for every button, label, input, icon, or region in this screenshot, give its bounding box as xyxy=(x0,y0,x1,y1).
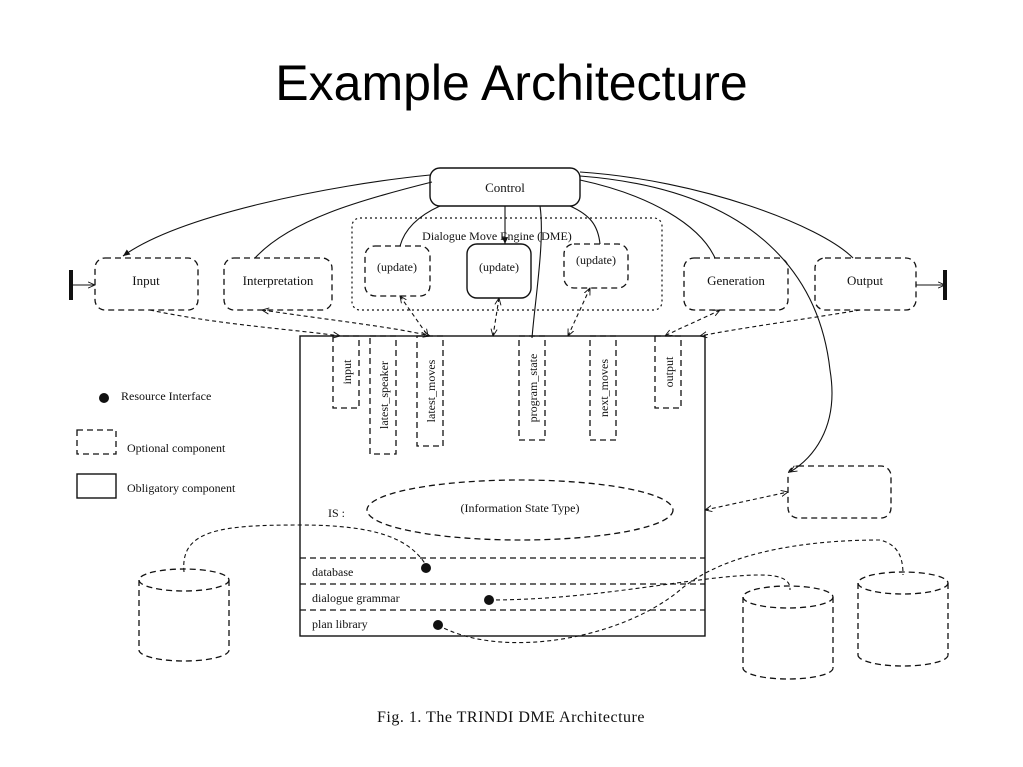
is-field-input: input xyxy=(332,335,360,409)
svg-text:output: output xyxy=(662,356,676,387)
legend: Resource Interface Optional component Ob… xyxy=(76,389,236,499)
resource-plan-library: plan library xyxy=(312,617,368,631)
legend-obligatory-icon xyxy=(76,473,117,499)
is-field-next-moves: next_moves xyxy=(589,335,617,441)
update-box-1: (update) xyxy=(364,245,431,297)
is-field-latest-moves: latest_moves xyxy=(416,335,444,447)
database-cylinder-middle xyxy=(488,574,834,680)
svg-text:next_moves: next_moves xyxy=(597,359,611,417)
output-module: Output xyxy=(814,257,917,311)
is-access-arrows xyxy=(149,288,861,336)
resource-interface-dot-database xyxy=(421,563,431,573)
dme-box: Dialogue Move Engine (DME) xyxy=(351,217,663,311)
update-label-2: (update) xyxy=(479,260,519,274)
dme-label: Dialogue Move Engine (DME) xyxy=(422,229,572,243)
is-label: IS : xyxy=(328,506,345,520)
user-endpoint-right xyxy=(916,270,947,300)
is-field-output: output xyxy=(654,335,682,409)
resource-dialogue-grammar: dialogue grammar xyxy=(312,591,400,605)
svg-text:input: input xyxy=(340,359,354,384)
legend-resource-interface-icon xyxy=(99,393,109,403)
svg-text:latest_moves: latest_moves xyxy=(424,359,438,422)
information-state-box xyxy=(299,335,706,637)
legend-optional-label: Optional component xyxy=(127,441,226,455)
input-module: Input xyxy=(94,257,199,311)
legend-resource-interface-label: Resource Interface xyxy=(121,389,211,403)
update-label-1: (update) xyxy=(377,260,417,274)
interpretation-module: Interpretation xyxy=(223,257,333,311)
external-component-box xyxy=(705,465,892,519)
is-type-label: (Information State Type) xyxy=(461,501,580,515)
legend-obligatory-label: Obligatory component xyxy=(127,481,236,495)
database-cylinder-right xyxy=(437,539,949,667)
update-label-3: (update) xyxy=(576,253,616,267)
is-field-program-state: program_state xyxy=(518,335,546,441)
slide-title: Example Architecture xyxy=(275,55,748,111)
control-box: Control xyxy=(429,167,581,207)
is-type: IS : (Information State Type) xyxy=(328,479,674,541)
generation-module: Generation xyxy=(683,257,789,311)
database-cylinder-left xyxy=(138,524,427,662)
input-module-label: Input xyxy=(132,273,160,288)
control-wires xyxy=(122,171,854,472)
legend-optional-icon xyxy=(76,429,117,455)
resource-database: database xyxy=(312,565,353,579)
output-module-label: Output xyxy=(847,273,884,288)
svg-text:latest_speaker: latest_speaker xyxy=(377,361,391,429)
is-field-latest-speaker: latest_speaker xyxy=(369,335,397,455)
update-box-3: (update) xyxy=(563,243,629,289)
update-box-2: (update) xyxy=(466,243,532,299)
control-label: Control xyxy=(485,180,525,195)
interpretation-module-label: Interpretation xyxy=(243,273,314,288)
svg-text:program_state: program_state xyxy=(526,354,540,423)
figure-caption: Fig. 1. The TRINDI DME Architecture xyxy=(377,709,645,726)
generation-module-label: Generation xyxy=(707,273,765,288)
user-endpoint-left xyxy=(69,270,95,300)
